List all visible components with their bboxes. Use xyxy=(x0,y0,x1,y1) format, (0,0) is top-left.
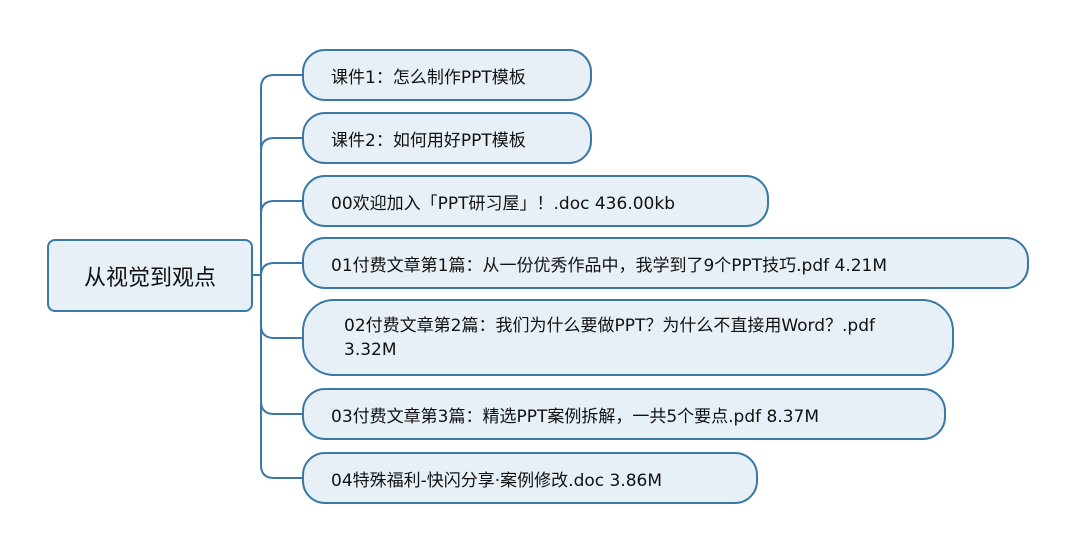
child-node-courseware-1[interactable]: 课件1：怎么制作PPT模板 xyxy=(302,49,592,101)
connector-branch-1 xyxy=(260,137,302,152)
child-node-label: 课件1：怎么制作PPT模板 xyxy=(331,67,526,88)
child-node-label: 课件2：如何用好PPT模板 xyxy=(331,130,526,151)
child-node-label: 04特殊福利-快闪分享·案例修改.doc 3.86M xyxy=(331,470,663,491)
connector-branch-2 xyxy=(260,200,302,215)
connector-branch-4 xyxy=(260,324,302,339)
child-node-file-00[interactable]: 00欢迎加入「PPT研习屋」！.doc 436.00kb xyxy=(302,175,769,227)
child-node-courseware-2[interactable]: 课件2：如何用好PPT模板 xyxy=(302,112,592,164)
child-node-file-01[interactable]: 01付费文章第1篇：从一份优秀作品中，我学到了9个PPT技巧.pdf 4.21M xyxy=(302,237,1029,289)
child-node-file-03[interactable]: 03付费文章第3篇：精选PPT案例拆解，一共5个要点.pdf 8.37M xyxy=(302,388,946,440)
root-node[interactable]: 从视觉到观点 xyxy=(47,239,253,312)
child-node-file-02[interactable]: 02付费文章第2篇：我们为什么要做PPT？为什么不直接用Word？.pdf 3.… xyxy=(302,299,954,376)
child-node-label: 01付费文章第1篇：从一份优秀作品中，我学到了9个PPT技巧.pdf 4.21M xyxy=(331,255,888,276)
connector-branch-5 xyxy=(260,400,302,415)
connector-branch-3 xyxy=(260,262,302,277)
connector-trunk xyxy=(260,74,302,479)
child-node-label: 02付费文章第2篇：我们为什么要做PPT？为什么不直接用Word？.pdf 3.… xyxy=(344,315,875,360)
child-node-label: 03付费文章第3篇：精选PPT案例拆解，一共5个要点.pdf 8.37M xyxy=(331,406,820,427)
child-node-file-04[interactable]: 04特殊福利-快闪分享·案例修改.doc 3.86M xyxy=(302,452,758,504)
root-node-label: 从视觉到观点 xyxy=(83,265,216,291)
child-node-label: 00欢迎加入「PPT研习屋」！.doc 436.00kb xyxy=(331,193,675,214)
